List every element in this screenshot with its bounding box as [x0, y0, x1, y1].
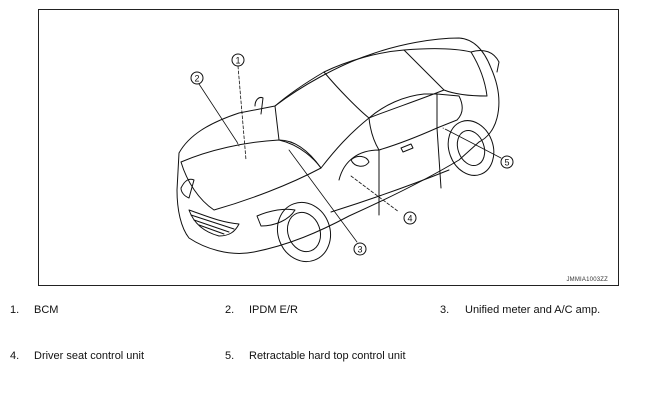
car-side-window: [368, 93, 438, 151]
legend-item-2: 2. IPDM E/R: [225, 304, 425, 318]
legend-number: 1.: [10, 304, 20, 316]
legend-number: 4.: [10, 350, 20, 362]
legend-number: 2.: [225, 304, 235, 316]
callout-2: 2: [190, 71, 204, 85]
legend-label: BCM: [34, 304, 59, 316]
legend-item-1: 1. BCM: [10, 304, 210, 318]
figure-frame: 1 2 3 4 5 JMMIA1003ZZ: [38, 9, 619, 286]
svg-text:5: 5: [504, 158, 509, 168]
legend-label: Retractable hard top control unit: [249, 350, 406, 362]
callout-1: 1: [231, 53, 245, 67]
callout-3: 3: [353, 242, 367, 256]
legend-label: Unified meter and A/C amp.: [465, 304, 601, 316]
legend-item-3: 3. Unified meter and A/C amp.: [440, 304, 650, 318]
svg-text:2: 2: [194, 74, 199, 84]
rear-wheel: [447, 120, 495, 176]
front-wheel: [277, 201, 331, 263]
car-hood: [180, 139, 322, 211]
callout-4: 4: [403, 211, 417, 225]
legend-number: 3.: [440, 304, 450, 316]
car-illustration: 1 2 3 4 5: [176, 37, 514, 263]
figure-code: JMMIA1003ZZ: [566, 277, 608, 283]
leader-line-4: [350, 175, 400, 213]
car-grille: [188, 209, 240, 237]
car-windshield: [274, 71, 370, 169]
car-side-mirror: [350, 155, 370, 167]
leader-line-3: [288, 149, 358, 243]
callout-5: 5: [500, 155, 514, 169]
legend-number: 5.: [225, 350, 235, 362]
leader-line-1: [237, 65, 247, 161]
svg-text:4: 4: [407, 214, 412, 224]
car-body-outline: [176, 37, 500, 254]
svg-text:3: 3: [357, 245, 362, 255]
legend-item-4: 4. Driver seat control unit: [10, 350, 210, 364]
svg-text:1: 1: [235, 56, 240, 66]
legend-item-5: 5. Retractable hard top control unit: [225, 350, 445, 364]
leader-line-5: [446, 129, 502, 159]
legend-label: Driver seat control unit: [34, 350, 145, 362]
leader-line-2: [198, 83, 238, 143]
legend-label: IPDM E/R: [249, 304, 298, 316]
